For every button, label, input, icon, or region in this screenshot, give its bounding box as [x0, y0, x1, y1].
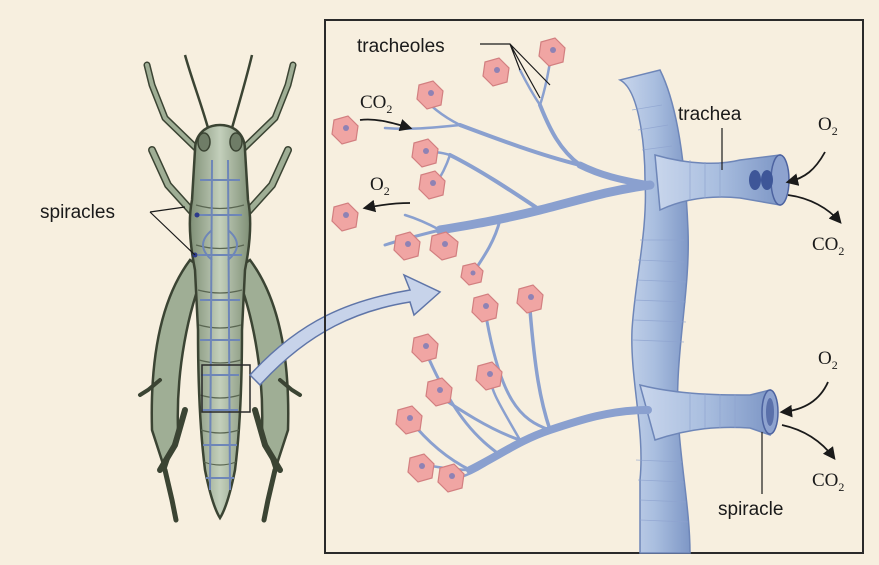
o2-bottom-arrow [782, 382, 828, 412]
label-trachea: trachea [678, 104, 742, 125]
cell [412, 139, 438, 167]
spiracle-opening-top [771, 155, 789, 205]
eye-left [198, 133, 210, 151]
cell [483, 58, 509, 86]
label-spiracle: spiracle [718, 499, 783, 520]
cell [517, 285, 543, 313]
cell [417, 81, 443, 109]
cell [426, 378, 452, 406]
cell [461, 263, 483, 285]
o2-leaving-arrow [365, 203, 410, 208]
antenna-left [185, 55, 208, 128]
cell [396, 406, 422, 434]
gas-o2-leaving: O2 [370, 174, 390, 198]
front-leg-left [147, 65, 198, 150]
grasshopper-illustration [140, 55, 300, 520]
gas-co2-top: CO2 [812, 234, 844, 258]
cell [412, 334, 438, 362]
grasshopper-body [190, 125, 250, 518]
co2-bottom-arrow [782, 425, 834, 458]
gas-o2-top: O2 [818, 114, 838, 138]
co2-top-arrow [788, 195, 840, 222]
gas-co2-entering: CO2 [360, 92, 392, 116]
cell [472, 294, 498, 322]
gas-o2-bottom: O2 [818, 348, 838, 372]
front-leg-right [242, 65, 293, 150]
spiracles-pointer [150, 207, 195, 255]
trachea-trunk [620, 70, 789, 553]
label-tracheoles: tracheoles [357, 36, 445, 57]
cell [332, 203, 358, 231]
o2-top-arrow [788, 152, 825, 182]
cell [539, 38, 565, 66]
detail-panel-frame [325, 20, 863, 553]
cell [438, 464, 464, 492]
gas-co2-bottom: CO2 [812, 470, 844, 494]
antenna-right [232, 55, 252, 128]
label-spiracles: spiracles [40, 202, 115, 223]
tracheole-branches [385, 50, 650, 478]
cell [408, 454, 434, 482]
co2-entering-arrow [360, 119, 410, 128]
cell [332, 116, 358, 144]
eye-right [230, 133, 242, 151]
cell [430, 232, 458, 260]
